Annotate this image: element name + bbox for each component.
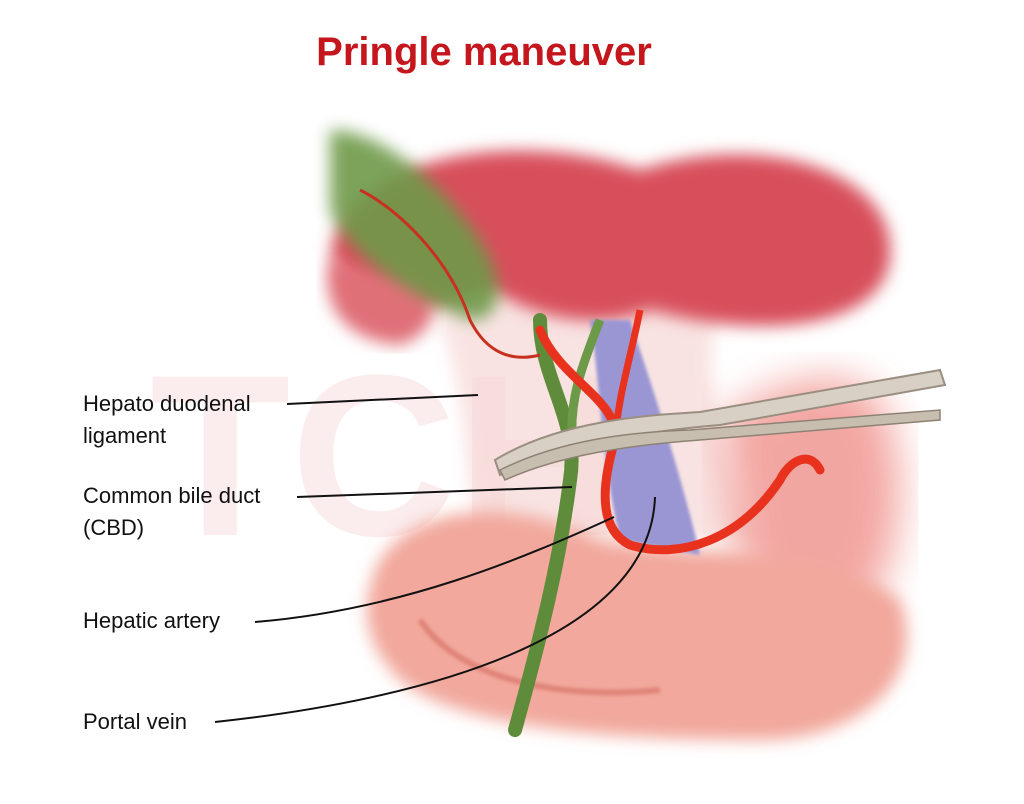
gallbladder [330,130,499,320]
cystic-artery [359,188,541,359]
label-line: Common bile duct [83,483,261,508]
label-hepatic-artery: Hepatic artery [83,608,220,633]
leader-line-hepatoduodenal [286,394,479,405]
duodenum-fold [417,618,661,696]
leader-line-portal-vein [214,496,656,723]
label-line: Hepato duodenal [83,391,251,416]
label-hepatoduodenal-ligament: Hepato duodenal ligament [83,388,251,452]
hepatic-artery-branch [612,309,644,431]
diagram-title: Pringle maneuver [316,30,652,74]
duodenum [366,512,908,740]
label-common-bile-duct: Common bile duct (CBD) [83,480,260,544]
label-portal-vein: Portal vein [83,709,187,734]
leader-line-cbd [296,486,573,498]
clamp-jaw [498,409,941,481]
label-line: (CBD) [83,515,145,540]
leader-line-hepatic-artery [254,516,615,623]
label-line: ligament [83,423,167,448]
hepatic-artery [535,325,825,555]
leader-lines [214,394,656,723]
